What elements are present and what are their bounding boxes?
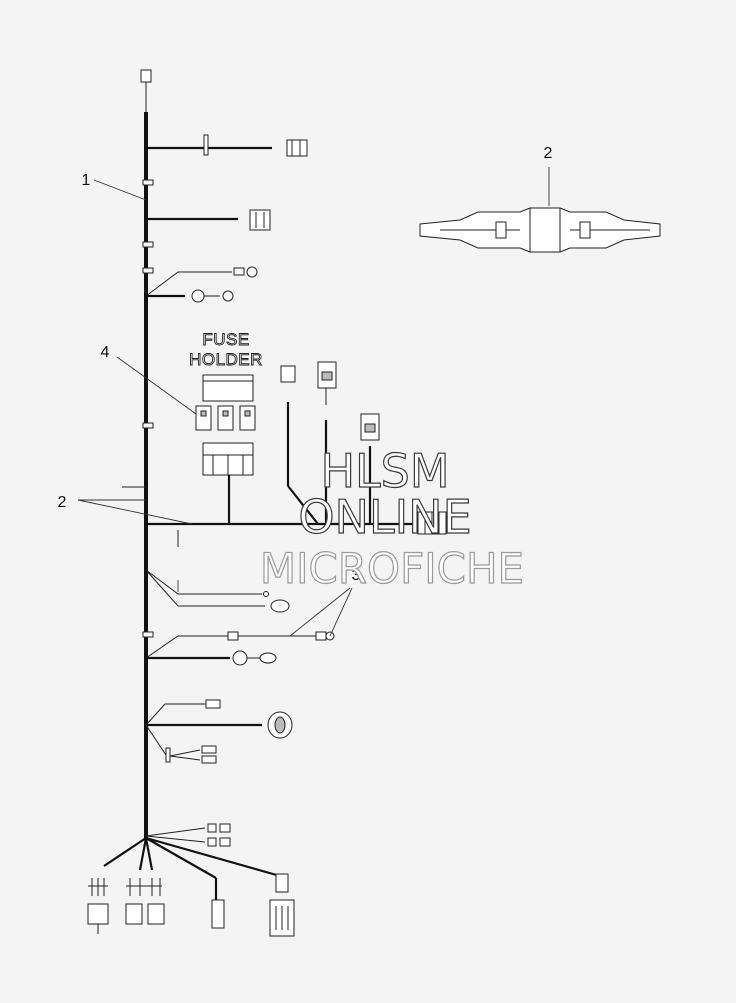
watermark-line-1: HLSM [320, 444, 449, 498]
bottom-fanout [87, 823, 295, 937]
connector-plug [286, 139, 308, 157]
upper-branch-1 [146, 134, 308, 157]
terminal-connector [147, 903, 165, 925]
fuse-icon [217, 405, 234, 431]
callout-3: 3 [352, 567, 361, 584]
top-connector [140, 69, 152, 83]
callout-4: 4 [101, 344, 110, 361]
terminal-connector [125, 903, 143, 925]
relay-plug [280, 365, 296, 383]
fuse-icon [195, 405, 212, 431]
mid-branches [145, 569, 335, 666]
inline-fuse-body [529, 207, 561, 253]
terminal-connector [87, 903, 109, 925]
fuse-holder-label-2: HOLDER [189, 350, 263, 369]
upper-branch-2 [146, 209, 271, 231]
fuse-holder-label-1: FUSE [202, 330, 249, 349]
main-harness-trunk [140, 69, 154, 838]
fuse-holder-cover [202, 374, 254, 402]
lower-branches [145, 699, 293, 764]
callout-1: 1 [82, 172, 91, 189]
callout-2-left: 2 [58, 494, 67, 511]
watermark: HLSM ONLINE MICROFICHE [259, 443, 524, 593]
terminal-connector [211, 899, 225, 929]
fuse-holder: FUSE HOLDER [189, 330, 263, 524]
leader-lines [77, 167, 550, 637]
ring-terminal-branch [145, 266, 258, 303]
inline-fuse-assembly [419, 207, 661, 253]
relay-connectors [280, 361, 380, 525]
connector-plug [249, 209, 271, 231]
fuse-icon [239, 405, 256, 431]
watermark-line-2: ONLINE [298, 490, 471, 544]
watermark-line-3: MICROFICHE [260, 544, 524, 593]
callout-2-top: 2 [544, 145, 553, 162]
